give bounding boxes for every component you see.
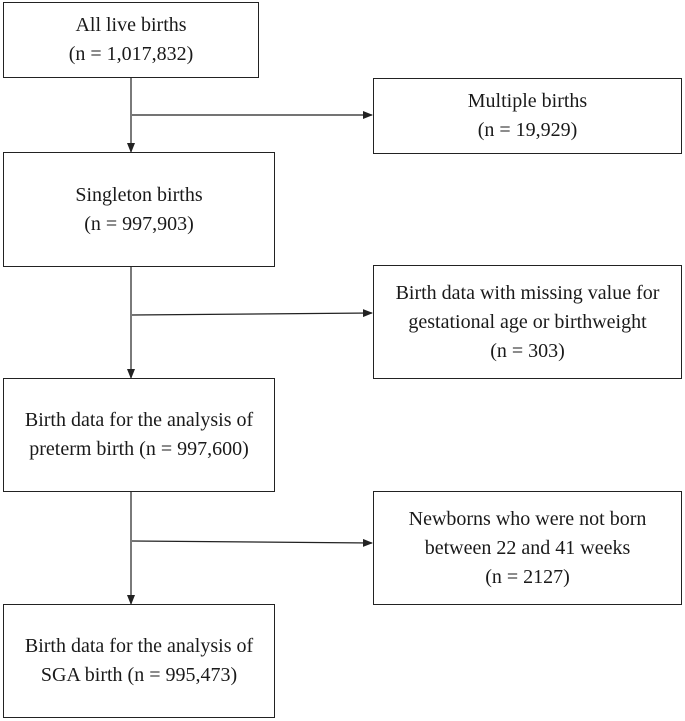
all-live-births-label: All live births xyxy=(75,14,187,36)
arrow-to-missing-value xyxy=(131,309,373,318)
sga-analysis-box: Birth data for the analysis of SGA birth… xyxy=(3,604,275,718)
sga-analysis-line-2: SGA birth (n = 995,473) xyxy=(40,664,238,686)
singleton-births-count: (n = 997,903) xyxy=(84,212,194,235)
missing-value-box: Birth data with missing value for gestat… xyxy=(373,265,682,379)
missing-value-line-1: Birth data with missing value for xyxy=(395,281,660,304)
preterm-analysis-line-1: Birth data for the analysis of xyxy=(24,409,254,431)
arrow-to-not-born-22-41 xyxy=(131,538,373,547)
not-born-22-41-box: Newborns who were not born between 22 an… xyxy=(373,491,682,605)
sga-analysis-line-1: Birth data for the analysis of xyxy=(24,635,254,657)
all-live-births-box: All live births (n = 1,017,832) xyxy=(3,2,259,78)
missing-value-line-2: gestational age or birthweight xyxy=(408,310,647,333)
preterm-analysis-box: Birth data for the analysis of preterm b… xyxy=(3,378,275,492)
singleton-births-label: Singleton births xyxy=(75,183,203,206)
multiple-births-label: Multiple births xyxy=(467,90,588,112)
missing-value-count: (n = 303) xyxy=(490,339,565,362)
all-live-births-count: (n = 1,017,832) xyxy=(68,43,194,65)
not-born-22-41-count: (n = 2127) xyxy=(485,565,570,588)
singleton-births-box: Singleton births (n = 997,903) xyxy=(3,152,275,267)
preterm-analysis-line-2: preterm birth (n = 997,600) xyxy=(29,438,249,460)
multiple-births-count: (n = 19,929) xyxy=(477,119,578,141)
not-born-22-41-line-2: between 22 and 41 weeks xyxy=(424,536,631,559)
multiple-births-box: Multiple births (n = 19,929) xyxy=(373,78,682,154)
not-born-22-41-line-1: Newborns who were not born xyxy=(408,507,647,530)
